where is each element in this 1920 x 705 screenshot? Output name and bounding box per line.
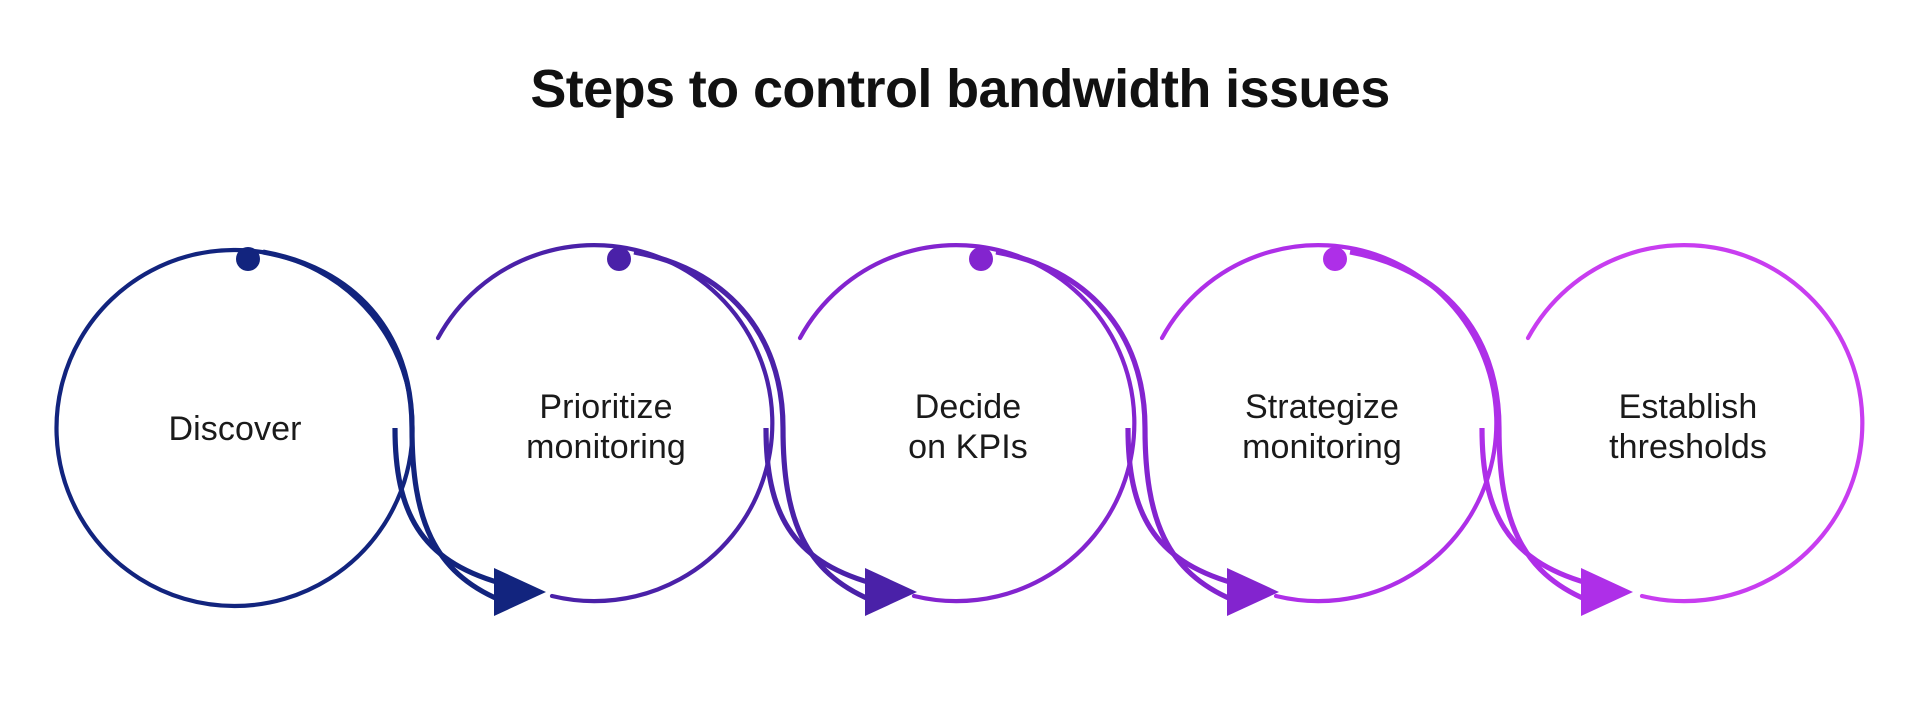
step-dot-1 <box>236 247 260 271</box>
step-label-4-line2: monitoring <box>1242 428 1402 466</box>
step-swoosh-3-inner <box>1125 427 1234 586</box>
step-dot-4 <box>1323 247 1347 271</box>
step-label-3-line2: on KPIs <box>908 428 1028 466</box>
step-swoosh-1-inner <box>392 427 501 586</box>
step-label-5-line2: thresholds <box>1609 428 1767 466</box>
step-ring-3 <box>797 243 1137 604</box>
step-swoosh-2-inner <box>763 427 872 586</box>
step-label-2-line2: monitoring <box>526 428 686 466</box>
step-dot-2 <box>607 247 631 271</box>
step-label-4-line1: Strategize <box>1245 388 1399 426</box>
page-title: Steps to control bandwidth issues <box>530 59 1390 119</box>
step-arrowhead-1 <box>494 568 546 616</box>
step-swoosh-3 <box>995 249 1235 603</box>
step-arrowhead-2 <box>865 568 917 616</box>
step-ring-2 <box>435 243 775 604</box>
step-arrowhead-4 <box>1581 568 1633 616</box>
step-group-2[interactable]: Prioritize monitoring <box>435 243 917 616</box>
step-group-5[interactable]: Establish thresholds <box>1525 243 1865 604</box>
step-group-3[interactable]: Decide on KPIs <box>797 243 1279 616</box>
step-swoosh-2 <box>633 249 873 603</box>
step-group-4[interactable]: Strategize monitoring <box>1159 243 1633 616</box>
step-label-1-line1: Discover <box>168 410 301 448</box>
step-label-5-line1: Establish <box>1619 388 1758 426</box>
step-arrowhead-3 <box>1227 568 1279 616</box>
step-swoosh-1 <box>262 249 502 603</box>
step-group-1[interactable]: Discover <box>54 247 546 616</box>
step-swoosh-4-inner <box>1479 427 1588 586</box>
step-label-2-line1: Prioritize <box>539 388 672 426</box>
step-ring-4 <box>1159 243 1499 604</box>
step-dot-3 <box>969 247 993 271</box>
step-label-3-line1: Decide <box>915 388 1021 426</box>
step-swoosh-4 <box>1349 249 1589 603</box>
step-ring-5 <box>1525 243 1865 604</box>
step-ring-1 <box>54 247 415 609</box>
